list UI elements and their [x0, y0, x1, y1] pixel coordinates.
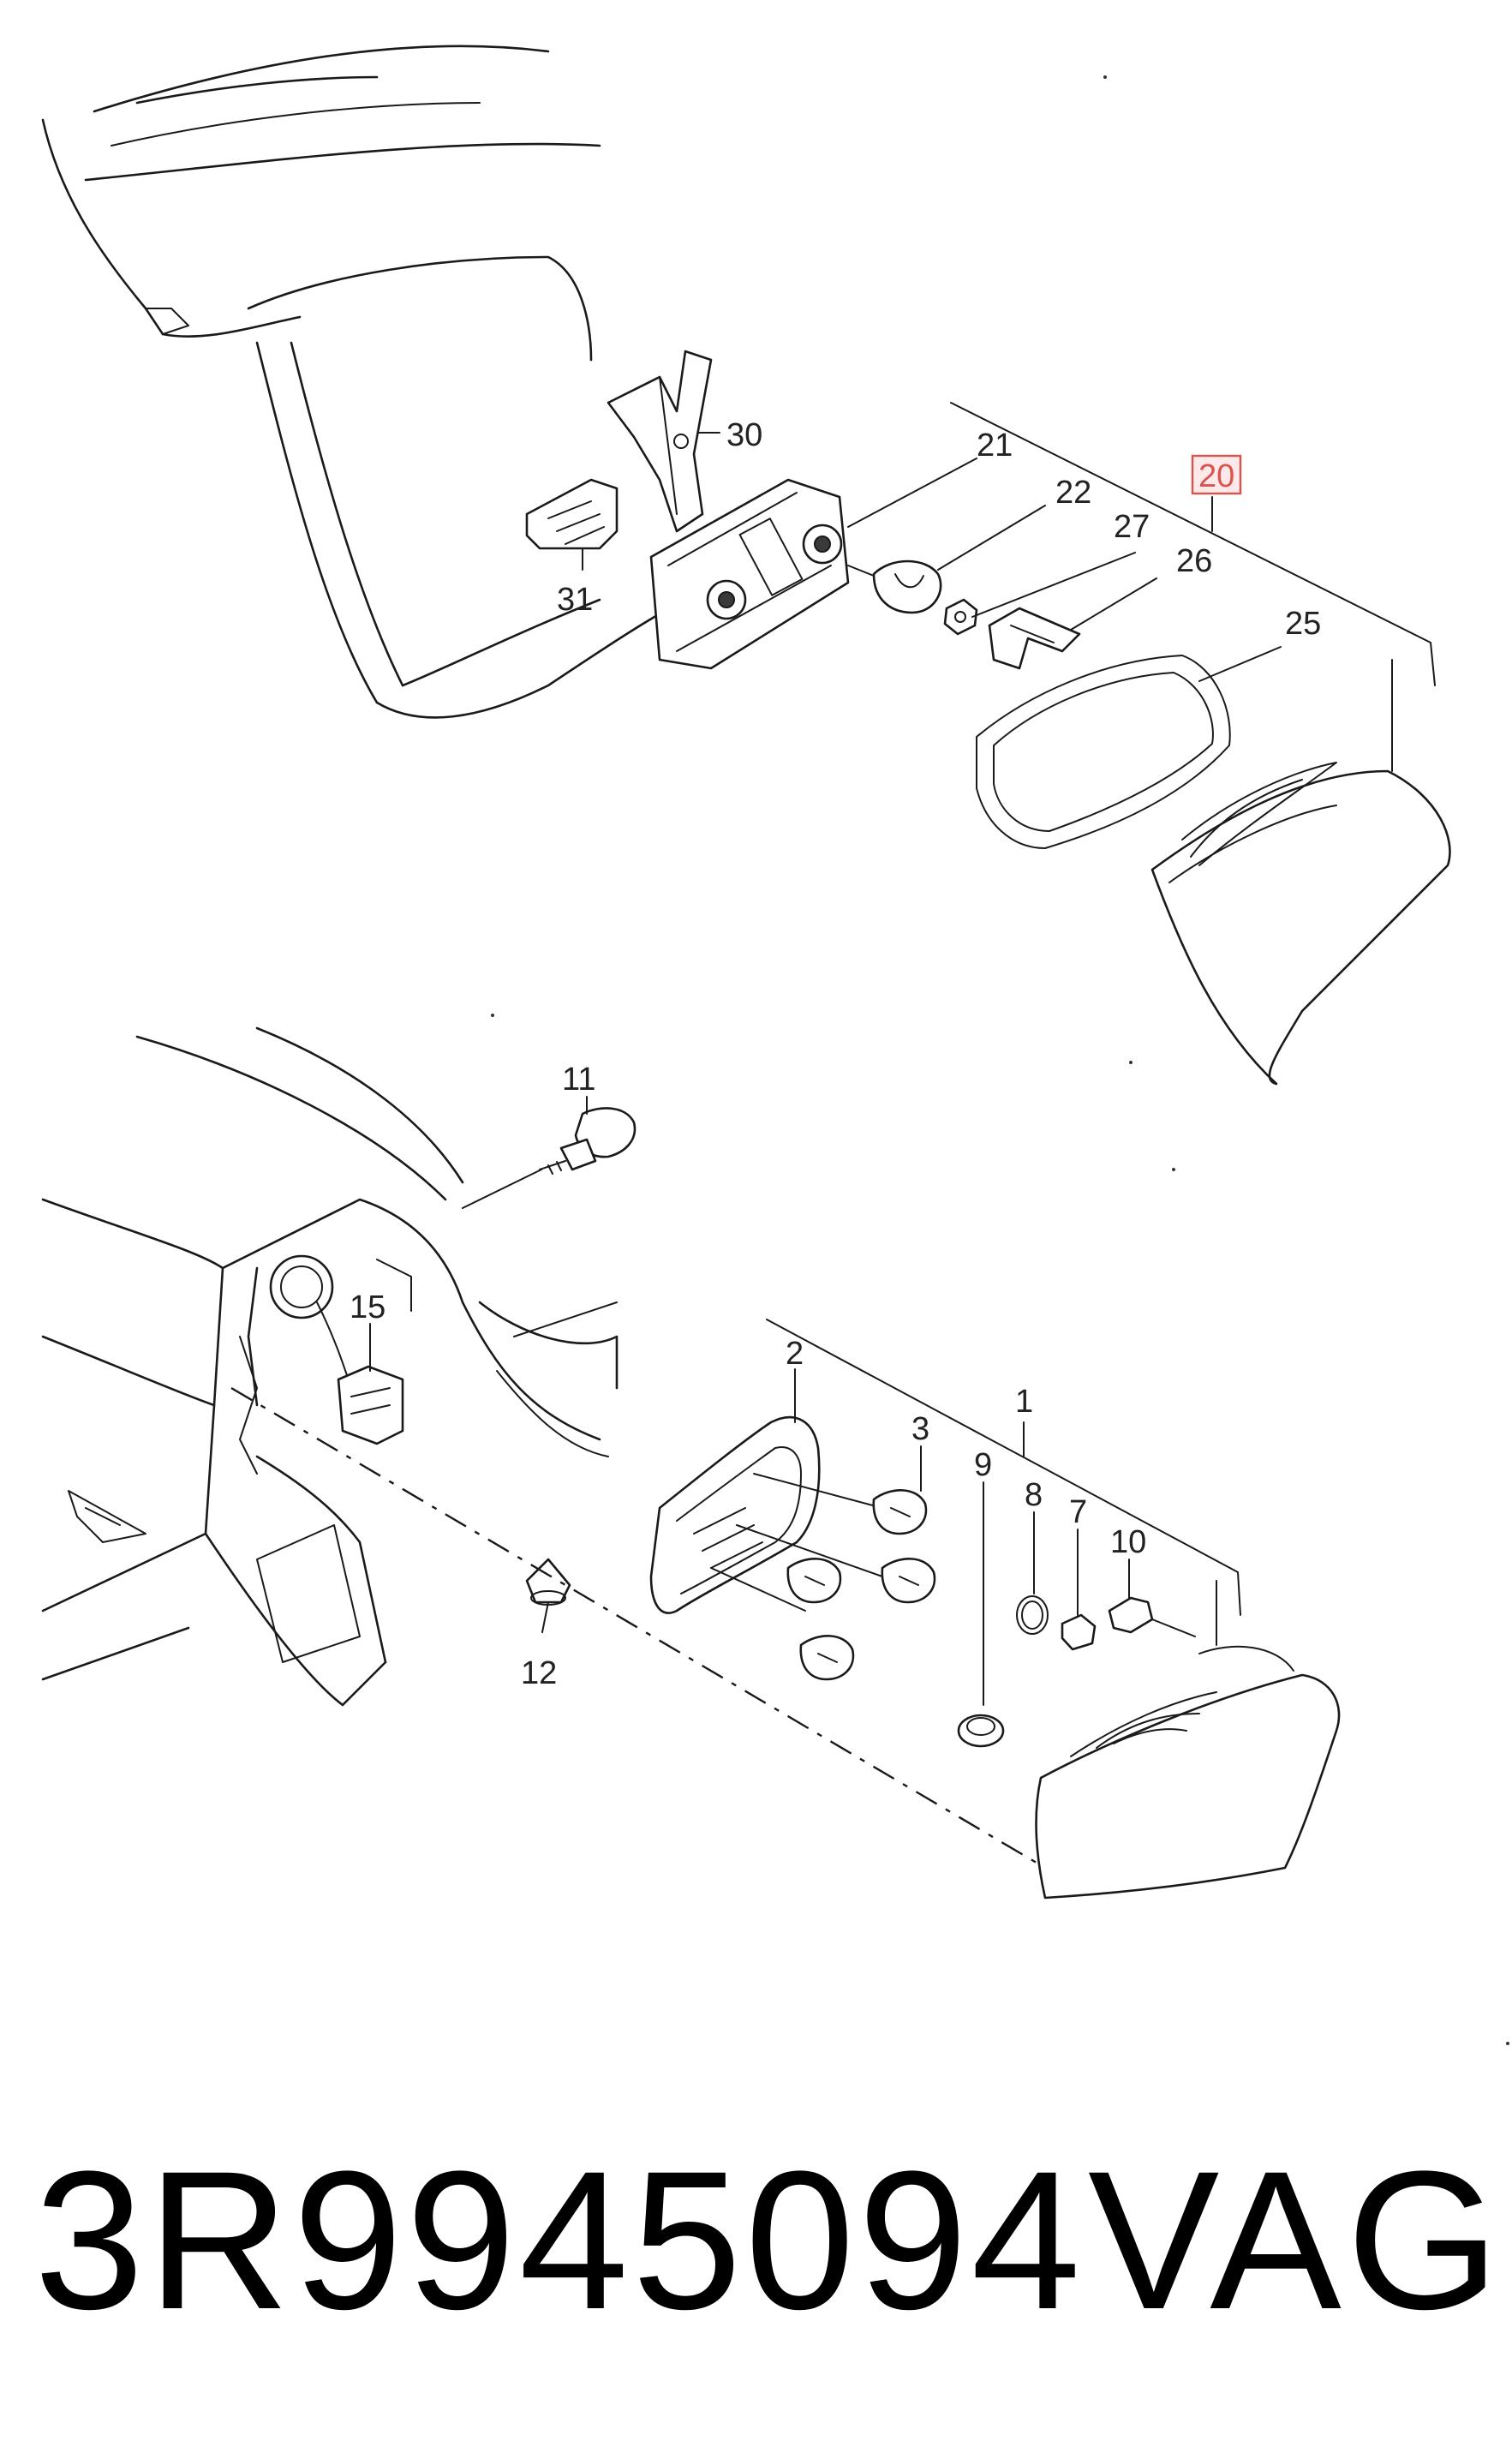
callout-1: 1 [1015, 1384, 1033, 1420]
part-10-clip [1108, 1596, 1196, 1637]
callout-3: 3 [911, 1411, 929, 1447]
callout-22: 22 [1055, 475, 1091, 511]
part-1-outer-tail-lamp [1035, 1645, 1341, 1900]
part-8-o-ring [1016, 1595, 1049, 1635]
part-27-nut [943, 598, 978, 636]
part-number-label: 3R9945094 [34, 2130, 1085, 2350]
part-20-inner-tail-lamp [1150, 762, 1451, 1086]
callout-21: 21 [977, 428, 1013, 464]
upper-group-bracket [950, 402, 1436, 772]
brand-label: VAG [1088, 2130, 1505, 2350]
callout-20-highlight [1191, 454, 1242, 495]
part-9-grommet [957, 1714, 1005, 1748]
part-12-rubber-stop [525, 1558, 571, 1606]
callout-2: 2 [786, 1336, 804, 1372]
mounting-axis-line [230, 1386, 1046, 1870]
callout-20: 20 [1198, 458, 1234, 494]
callout-11: 11 [562, 1062, 595, 1098]
part-2-bulb-holder [649, 1415, 883, 1614]
part-25-seal [976, 655, 1231, 849]
part-3-bulbs [786, 1489, 936, 1681]
callout-31: 31 [557, 582, 593, 618]
callout-9: 9 [974, 1447, 992, 1483]
callout-30: 30 [726, 417, 762, 453]
callout-10: 10 [1110, 1524, 1146, 1560]
part-11-screw [462, 1107, 636, 1209]
part-26-clip [988, 607, 1081, 670]
callout-26: 26 [1176, 543, 1212, 579]
part-22-bulb [847, 559, 942, 614]
callout-25: 25 [1285, 606, 1321, 642]
lower-leader-lines [369, 1096, 1130, 1706]
callout-labels: 30 31 21 22 27 26 25 20 11 15 12 2 3 1 9… [350, 417, 1321, 1691]
callout-27: 27 [1114, 509, 1150, 545]
callout-15: 15 [350, 1289, 385, 1325]
callout-7: 7 [1069, 1494, 1087, 1530]
lamp-bulb-carrier [649, 478, 850, 670]
part-15-wiring-connector [316, 1301, 404, 1445]
lower-car-body [41, 1026, 619, 1707]
callout-8: 8 [1025, 1477, 1043, 1513]
upper-leader-lines [847, 458, 1282, 682]
lower-group-bracket [766, 1319, 1241, 1646]
part-7-nut [1061, 1613, 1097, 1651]
part-31-holder [525, 478, 619, 571]
callout-12: 12 [521, 1655, 557, 1691]
scan-specks [491, 75, 1509, 2045]
upper-car-body [41, 45, 687, 719]
part-30-bracket [607, 350, 720, 533]
